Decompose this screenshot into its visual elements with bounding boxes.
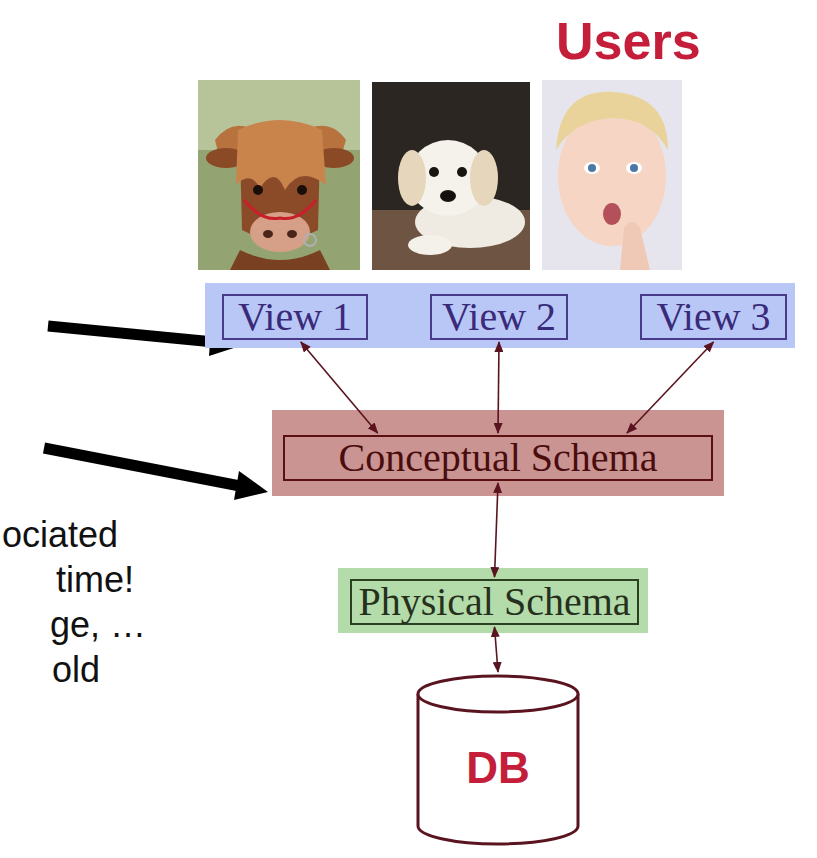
child-photo	[584, 162, 600, 174]
view-box: View 3	[640, 294, 787, 340]
child-photo	[630, 164, 638, 172]
child-photo	[626, 162, 642, 174]
database-cylinder: DB	[415, 674, 581, 846]
cut-note: ge, …	[50, 604, 146, 645]
child-photo	[542, 80, 682, 270]
cylinder-top	[418, 676, 578, 712]
cow-photo	[263, 230, 273, 238]
puppy-photo	[429, 167, 439, 177]
puppy-photo	[408, 235, 452, 255]
cut-note: old	[52, 649, 100, 690]
cow-photo	[253, 185, 263, 195]
database-label: DB	[415, 746, 581, 790]
pointer-arrow	[48, 326, 214, 342]
schema-box: Physical Schema	[350, 579, 639, 625]
double-arrow	[498, 342, 499, 433]
cut-note: time!	[56, 559, 134, 600]
child-photo	[542, 80, 682, 270]
schema-label: View 2	[442, 297, 556, 337]
view-box: View 1	[222, 294, 368, 340]
pointer-arrow	[44, 448, 268, 500]
child-photo	[620, 222, 650, 270]
puppy-photo	[440, 190, 456, 202]
puppy-photo	[372, 82, 530, 270]
double-arrow	[495, 483, 499, 577]
puppy-photo	[470, 150, 498, 206]
users-heading: Users	[556, 12, 701, 72]
double-arrow	[495, 627, 499, 672]
schema-label: Conceptual Schema	[339, 438, 658, 478]
puppy-photo	[457, 167, 467, 177]
double-arrow	[301, 342, 378, 433]
cut-note: ociated	[2, 514, 118, 555]
cow-photo	[198, 80, 360, 270]
cow-photo	[297, 185, 307, 195]
schema-label: View 1	[238, 297, 352, 337]
pointer-arrow	[234, 471, 268, 500]
schema-box: Conceptual Schema	[283, 435, 713, 481]
view-box: View 2	[430, 294, 568, 340]
child-photo	[588, 164, 596, 172]
cow-photo	[230, 250, 330, 270]
child-photo	[603, 203, 621, 225]
pointer-arrow	[44, 448, 240, 486]
cow-photo	[198, 80, 360, 270]
schema-label: View 3	[656, 297, 770, 337]
puppy-photo	[372, 82, 530, 270]
cow-photo	[304, 234, 316, 246]
cow-photo	[244, 200, 316, 219]
cow-photo	[236, 120, 326, 190]
puppy-photo	[398, 150, 426, 206]
child-photo	[556, 92, 668, 150]
cow-photo	[287, 230, 297, 238]
double-arrow	[627, 342, 714, 433]
schema-label: Physical Schema	[358, 582, 630, 622]
